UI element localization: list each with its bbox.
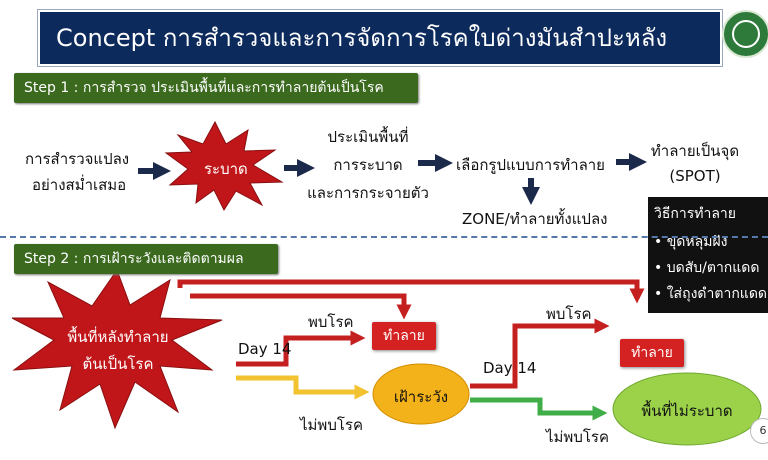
methods-item: • ใส่ถุงดำตากแดด (654, 286, 768, 302)
outbreak-label: ระบาด (204, 160, 248, 178)
feedback-arrow-outer (177, 279, 640, 288)
bullet-icon: • (654, 260, 667, 276)
assess-text-line3: และการกระจายตัว (307, 184, 429, 202)
title-bar (38, 10, 722, 66)
notfound-arrow-b (470, 397, 608, 421)
methods-item: • ขุดหลุมฝัง (654, 234, 728, 250)
notfound-label-a: ไม่พบโรค (300, 416, 363, 434)
destroyed-area-line1: พื้นที่หลังทำลาย (67, 328, 169, 346)
methods-box: วิธีการทำลาย • ขุดหลุมฝัง • บดสับ/ตากแดด… (648, 197, 768, 313)
destroyed-area-line2: ต้นเป็นโรค (82, 355, 154, 373)
no-outbreak-label: พื้นที่ไม่ระบาด (641, 402, 733, 420)
outbreak-starburst (164, 120, 284, 212)
monitor-ellipse (372, 363, 470, 425)
page-number: 6 (750, 418, 768, 444)
zone-text: ZONE/ทำลายทั้งแปลง (462, 210, 608, 228)
no-outbreak-ellipse (612, 372, 762, 446)
choose-method-text: เลือกรูปแบบการทำลาย (456, 156, 605, 174)
bullet-icon: • (654, 234, 667, 250)
day14-label-b: Day 14 (483, 359, 537, 377)
monitor-label: เฝ้าระวัง (393, 388, 449, 406)
spot-text-line2: (SPOT) (669, 167, 721, 185)
logo-ring (732, 20, 760, 48)
logo-icon (722, 10, 768, 58)
step1-banner: Step 1 : การสำรวจ ประเมินพื้นที่และการทำ… (14, 73, 418, 103)
found-arrow-b (470, 318, 610, 389)
step2-banner: Step 2 : การเฝ้าระวังและติดตามผล (14, 244, 278, 274)
notfound-arrow-a (236, 375, 370, 400)
day14-label-a: Day 14 (238, 340, 292, 358)
survey-text-line2: อย่างสม่ำเสมอ (32, 176, 127, 194)
survey-text-line1: การสำรวจแปลง (25, 150, 130, 168)
section-divider (0, 236, 768, 238)
found-label-b: พบโรค (546, 305, 592, 323)
bullet-icon: • (654, 286, 667, 302)
notfound-label-b: ไม่พบโรค (546, 428, 609, 446)
methods-title: วิธีการทำลาย (654, 206, 736, 222)
destroyed-area-starburst (11, 268, 223, 430)
found-label-a: พบโรค (308, 313, 354, 331)
destroy-box-b: ทำลาย (620, 339, 684, 367)
feedback-arrow-inner (190, 293, 412, 320)
spot-text-line1: ทำลายเป็นจุด (650, 142, 740, 160)
methods-item: • บดสับ/ตากแดด (654, 260, 760, 276)
assess-text-line2: การระบาด (333, 156, 403, 174)
found-arrow-a (236, 330, 366, 367)
page-title: Concept การสำรวจและการจัดการโรคใบด่างมัน… (56, 24, 668, 52)
destroy-box-a: ทำลาย (372, 322, 436, 350)
assess-text-line1: ประเมินพื้นที่ (327, 128, 409, 146)
